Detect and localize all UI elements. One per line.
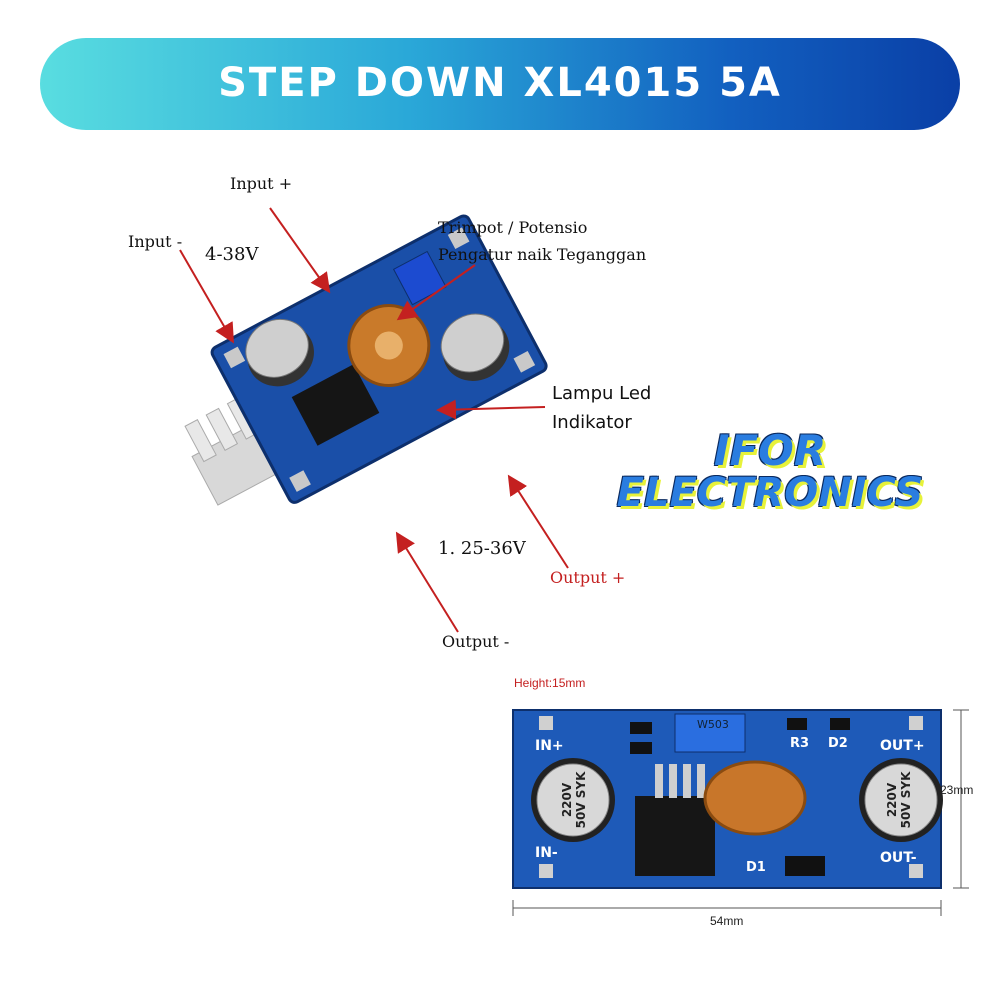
board-label-out-minus: OUT- xyxy=(880,850,917,866)
board-label-d1: D1 xyxy=(746,860,766,875)
brand-logo: IFOR ELECTRONICS xyxy=(600,426,940,516)
label-output-plus: Output + xyxy=(550,568,626,587)
dimension-length: 54mm xyxy=(710,914,744,928)
board-label-in-minus: IN- xyxy=(535,845,558,861)
brand-line-1: IFOR xyxy=(713,426,827,475)
board-label-out-plus: OUT+ xyxy=(880,738,925,754)
label-output-range: 1. 25-36V xyxy=(438,538,526,559)
board-label-d2: D2 xyxy=(828,736,848,751)
label-input-range: 4-38V xyxy=(205,244,259,265)
dimension-side: 23mm xyxy=(940,783,974,797)
label-trimpot-2: Pengatur naik Teganggan xyxy=(438,245,647,264)
board-label-r3: R3 xyxy=(790,736,810,751)
label-input-minus: Input - xyxy=(128,232,183,251)
board-cap-left-marking: 220V 50V SYK xyxy=(560,771,588,829)
label-led-1: Lampu Led xyxy=(552,383,652,404)
brand-line-2: ELECTRONICS xyxy=(616,470,924,516)
label-output-minus: Output - xyxy=(442,632,510,651)
label-trimpot-1: Trimpot / Potensio xyxy=(438,218,588,237)
board-label-in-plus: IN+ xyxy=(535,738,564,754)
label-led-2: Indikator xyxy=(552,412,632,433)
label-input-plus: Input + xyxy=(230,174,293,193)
board-photo-dimensioned xyxy=(512,709,969,916)
page-title: STEP DOWN XL4015 5A xyxy=(218,60,782,106)
title-banner: STEP DOWN XL4015 5A xyxy=(40,38,960,130)
dimension-height: Height:15mm xyxy=(514,676,586,690)
board-cap-right-marking: 220V 50V SYK xyxy=(885,771,913,829)
board-pot-code: W503 xyxy=(697,718,729,731)
